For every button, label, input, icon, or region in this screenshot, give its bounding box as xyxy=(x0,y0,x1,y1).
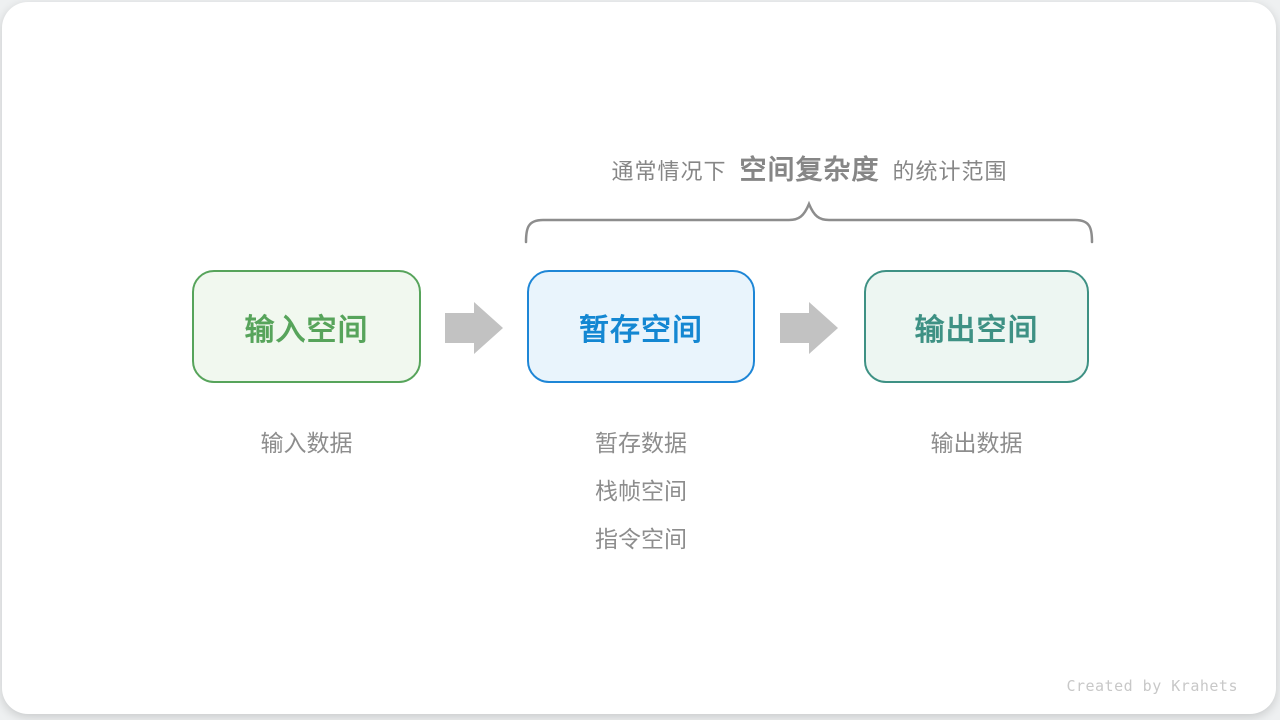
box-input-space: 输入空间 xyxy=(192,270,421,383)
box-temp-space-label: 暂存空间 xyxy=(579,313,703,347)
caption-output-data: 输出数据 xyxy=(864,419,1089,467)
box-output-space: 输出空间 xyxy=(864,270,1089,383)
caption-line: 指令空间 xyxy=(595,526,687,552)
box-input-space-label: 输入空间 xyxy=(244,313,369,347)
brace-path xyxy=(524,200,1094,244)
caption-input-data: 输入数据 xyxy=(192,419,421,467)
box-output-space-label: 输出空间 xyxy=(914,313,1039,347)
annotation-prefix: 通常情况下 xyxy=(611,159,727,184)
annotation-highlight: 空间复杂度 xyxy=(739,155,880,185)
caption-line: 输入数据 xyxy=(260,430,353,456)
caption-line: 栈帧空间 xyxy=(595,478,687,504)
caption-line: 暂存数据 xyxy=(595,430,687,456)
arrow-right-shape xyxy=(780,302,838,354)
annotation-title: 通常情况下 空间复杂度 的统计范围 xyxy=(517,148,1102,188)
arrow-right-shape xyxy=(445,302,503,354)
brace-icon xyxy=(524,200,1094,244)
arrow-right-icon xyxy=(780,302,838,354)
arrow-right-icon xyxy=(445,302,503,354)
caption-line: 输出数据 xyxy=(930,430,1023,456)
credit-text: Created by Krahets xyxy=(1066,677,1238,695)
box-temp-space: 暂存空间 xyxy=(527,270,755,383)
annotation-suffix: 的统计范围 xyxy=(892,159,1008,184)
caption-temp-items: 暂存数据 栈帧空间 指令空间 xyxy=(527,419,755,563)
